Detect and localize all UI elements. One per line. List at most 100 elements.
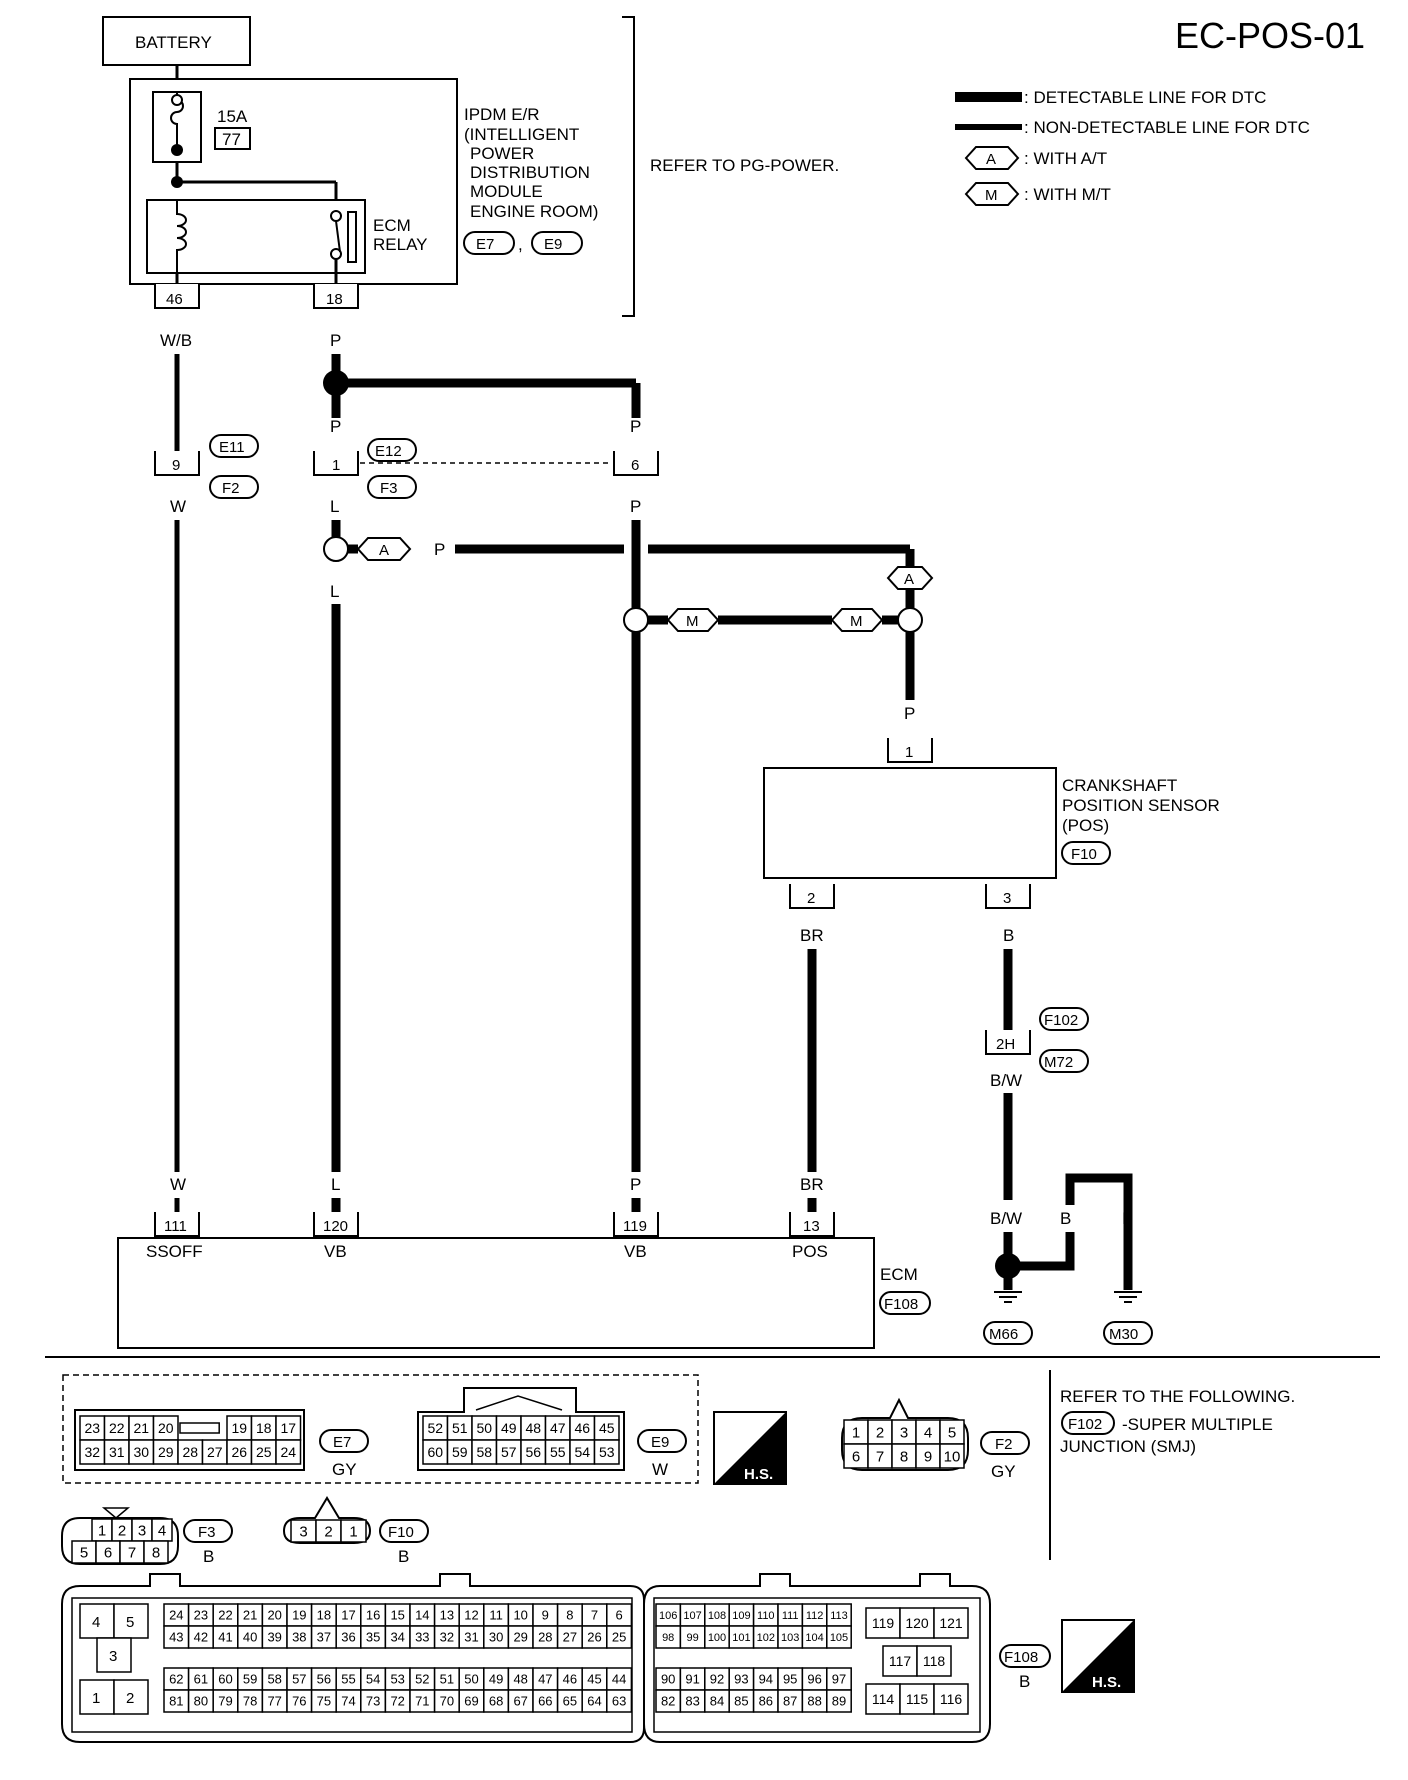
ipdm-conn-sep: , xyxy=(518,235,523,254)
connector-pin-number: 42 xyxy=(194,1630,208,1645)
connector-pin-number: 83 xyxy=(685,1694,699,1709)
connector-pin-number: 54 xyxy=(574,1444,590,1460)
connector-pin-number: 68 xyxy=(489,1694,503,1709)
connector-pin-number: 1 xyxy=(98,1522,106,1539)
connector-pin-number: 87 xyxy=(783,1694,797,1709)
connector-pin-number: 95 xyxy=(783,1672,797,1687)
ipdm-conn-e9: E9 xyxy=(544,236,562,253)
wire-l-below-a: L xyxy=(330,582,339,601)
connector-pin-cell xyxy=(495,1439,522,1465)
connector-pin-number: 98 xyxy=(662,1632,674,1644)
connector-pin-number: 100 xyxy=(708,1632,726,1644)
connector-pin-number: 5 xyxy=(948,1424,956,1441)
connector-pin-number: 39 xyxy=(267,1630,281,1645)
connector-pin-number: 54 xyxy=(366,1672,380,1687)
battery-label: BATTERY xyxy=(135,33,212,52)
conn-f102: F102 xyxy=(1044,1012,1078,1029)
connector-pin-number: 2 xyxy=(324,1523,332,1540)
connector-pin-number: 114 xyxy=(872,1691,895,1707)
connector-pin-number: 105 xyxy=(830,1632,848,1644)
connector-pin-number: 61 xyxy=(194,1672,208,1687)
junction-pin-2h: 2H xyxy=(996,1036,1015,1053)
connector-pin-cell xyxy=(226,1439,253,1465)
ipdm-conn-e7: E7 xyxy=(476,236,494,253)
connector-pin-number: 43 xyxy=(169,1630,183,1645)
connector-key-bar xyxy=(179,1422,220,1434)
connector-pin-cell xyxy=(143,1540,169,1564)
hs-icon-2: H.S. xyxy=(1061,1619,1135,1693)
connector-pin-number: 78 xyxy=(243,1694,257,1709)
ecm-pin-111: 111 xyxy=(164,1218,187,1235)
connector-pin-number: 3 xyxy=(299,1523,307,1540)
connector-pin-number: 55 xyxy=(341,1672,355,1687)
ipdm-line3: POWER xyxy=(470,144,534,163)
connector-pin-cell xyxy=(915,1443,941,1469)
connector-pin-cell xyxy=(226,1415,253,1441)
connector-pin-cell xyxy=(422,1439,449,1465)
relay-label-line2: RELAY xyxy=(373,235,428,254)
connector-pin-number: 26 xyxy=(587,1630,601,1645)
e9-name: E9 xyxy=(651,1434,669,1451)
wire-bw-after: B/W xyxy=(990,1071,1022,1090)
sensor-line1: CRANKSHAFT xyxy=(1062,776,1177,795)
connector-pin-cell xyxy=(916,1645,952,1677)
connector-pin-number: 45 xyxy=(587,1672,601,1687)
connector-pin-number: 2 xyxy=(118,1522,126,1539)
connector-pin-number: 24 xyxy=(280,1444,296,1460)
connector-pin-cell xyxy=(843,1443,869,1469)
connector-pin-number: 3 xyxy=(900,1424,908,1441)
connector-pin-number: 21 xyxy=(243,1608,257,1623)
connector-pin-number: 45 xyxy=(599,1420,615,1436)
connector-pin-number: 116 xyxy=(940,1691,963,1707)
ecm-pin-120: 120 xyxy=(323,1218,348,1235)
connector-pin-number: 113 xyxy=(830,1610,848,1622)
connector-pin-number: 41 xyxy=(218,1630,232,1645)
connector-pin-cell xyxy=(843,1419,869,1445)
connector-pin-number: 22 xyxy=(218,1608,232,1623)
connector-pin-number: 104 xyxy=(805,1632,823,1644)
connector-pin-number: 25 xyxy=(612,1630,626,1645)
connector-pin-number: 66 xyxy=(538,1694,552,1709)
ecm-term-ssoff: SSOFF xyxy=(146,1242,203,1261)
connector-pin-number: 91 xyxy=(685,1672,699,1687)
wire-l-ecm: L xyxy=(331,1175,340,1194)
connector-pin-number: 6 xyxy=(615,1608,622,1623)
connector-pin-cell xyxy=(933,1683,969,1715)
connector-pin-number: 70 xyxy=(440,1694,454,1709)
connector-pin-cell xyxy=(826,1689,852,1713)
connector-pin-number: 64 xyxy=(587,1694,601,1709)
connector-pin-number: 71 xyxy=(415,1694,429,1709)
connector-pin-number: 29 xyxy=(158,1444,174,1460)
connector-pin-number: 48 xyxy=(513,1672,527,1687)
ecm-pin-119: 119 xyxy=(623,1218,647,1235)
wire-p-after-splice: P xyxy=(330,417,341,436)
connector-pin-number: 85 xyxy=(734,1694,748,1709)
connector-pin-number: 28 xyxy=(182,1444,198,1460)
connector-pin-number: 38 xyxy=(292,1630,306,1645)
connector-pin-number: 60 xyxy=(218,1672,232,1687)
connector-pin-number: 72 xyxy=(390,1694,404,1709)
connector-pin-number: 115 xyxy=(906,1691,929,1707)
connector-pin-number: 31 xyxy=(109,1444,125,1460)
wire-p-sensor: P xyxy=(904,704,915,723)
connector-pin-number: 110 xyxy=(757,1610,775,1622)
connector-pin-number: 19 xyxy=(292,1608,306,1623)
connector-pin-cell xyxy=(103,1439,130,1465)
conn-e12: E12 xyxy=(375,443,402,460)
wire-b-sensor: B xyxy=(1003,926,1014,945)
f108-pin-1: 1 xyxy=(92,1690,100,1707)
connector-pin-number: 120 xyxy=(905,1615,929,1631)
connector-pin-cell xyxy=(275,1439,302,1465)
connector-pin-number: 94 xyxy=(759,1672,773,1687)
connector-pin-number: 89 xyxy=(832,1694,846,1709)
connector-pin-cell xyxy=(882,1645,918,1677)
connector-pin-cell xyxy=(899,1607,935,1639)
connector-pin-number: 31 xyxy=(464,1630,478,1645)
connector-pin-number: 24 xyxy=(169,1608,183,1623)
connector-pin-number: 88 xyxy=(807,1694,821,1709)
connector-pin-number: 27 xyxy=(563,1630,577,1645)
